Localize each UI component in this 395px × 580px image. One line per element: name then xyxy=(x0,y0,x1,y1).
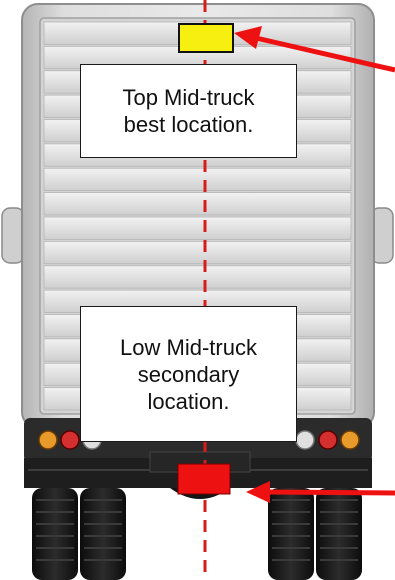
door-slat xyxy=(44,168,351,190)
door-slat xyxy=(44,217,351,239)
low-location-callout: Low Mid-truck secondary location. xyxy=(80,306,297,442)
left-mirror xyxy=(2,208,24,263)
door-slat xyxy=(44,241,351,263)
right-tires xyxy=(268,488,362,580)
top-callout-line-2: best location. xyxy=(122,111,254,138)
yellow-sensor-icon xyxy=(179,24,233,52)
door-slat xyxy=(44,266,351,288)
red-sensor-icon xyxy=(178,464,230,494)
left-tires xyxy=(32,488,126,580)
low-callout-line-3: location. xyxy=(120,388,257,415)
low-callout-line-2: secondary xyxy=(120,361,257,388)
right-tail-lights xyxy=(296,431,359,449)
top-location-callout: Top Mid-truck best location. xyxy=(80,64,297,158)
low-callout-line-1: Low Mid-truck xyxy=(120,334,257,361)
door-slat xyxy=(44,193,351,215)
top-callout-line-1: Top Mid-truck xyxy=(122,84,254,111)
